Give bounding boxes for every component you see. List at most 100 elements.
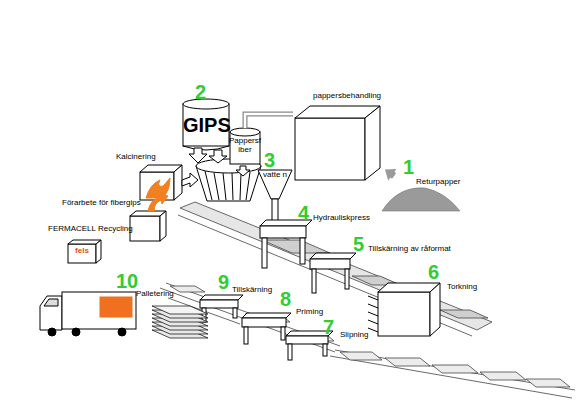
water-funnel: [258, 170, 292, 199]
silo-node: GIPS: [183, 100, 229, 148]
mixer: [236, 166, 250, 176]
paper-treatment-box: [295, 118, 365, 180]
pallet-stack: [152, 306, 208, 338]
preparation-box: [160, 211, 166, 241]
calcination-box: [174, 165, 182, 200]
mixer: [232, 173, 233, 200]
hydraulic-press: [300, 238, 305, 264]
primer: [242, 313, 291, 318]
cutter: [310, 253, 356, 259]
dryer: [368, 328, 378, 332]
gips-silo: [183, 146, 229, 150]
paper-pile: [382, 188, 460, 211]
dryer: [368, 312, 378, 316]
process-box: pappersbehandling: [293, 92, 385, 182]
dryer: [368, 296, 378, 300]
node-label: Förarbete för fibergips: [62, 199, 141, 208]
node-label: Tillskärning av råformat: [368, 245, 451, 254]
sander: [323, 344, 327, 356]
cutter: [310, 259, 350, 269]
hydraulic-press: [260, 220, 312, 268]
hydraulic-press: [260, 226, 306, 238]
station: Tillskärning: [196, 284, 292, 322]
dryer: [378, 283, 440, 292]
dryer: [368, 304, 378, 308]
hydraulic-press: [262, 238, 267, 268]
node-label: Priming: [296, 308, 323, 317]
primer: [242, 313, 291, 344]
primer: [244, 327, 248, 344]
calcination-box: [140, 165, 198, 200]
flow-arrow: [385, 169, 397, 181]
primer: [281, 327, 285, 340]
recycling-box: [68, 240, 101, 263]
mixer: [189, 148, 207, 163]
lower-conveyor: [432, 365, 478, 373]
tank-node: Pappersf iber: [228, 128, 262, 166]
process-box: Förarbete för fibergips: [62, 199, 168, 243]
node-label: vatte n: [263, 171, 287, 180]
upper-conveyor: [180, 202, 492, 330]
node-label: Kalcinering: [116, 153, 156, 162]
lower-conveyor: [335, 350, 575, 390]
callout-number: 4: [298, 203, 309, 223]
recycling-box: [68, 244, 96, 263]
lower-conveyor: [340, 352, 382, 360]
final-cutter: [233, 308, 237, 318]
dryer: [378, 292, 430, 336]
truck: [100, 297, 132, 317]
truck: [44, 299, 58, 306]
node-label: Hydrauliskpress: [313, 214, 370, 223]
funnel-node: vatte n: [258, 168, 292, 198]
gips-silo: [183, 104, 229, 146]
node-label: Palletering: [136, 290, 174, 299]
truck: [118, 328, 126, 336]
truck: [72, 328, 80, 336]
station: Palletering: [134, 290, 206, 338]
pallet-stack: [152, 306, 208, 314]
preparation-box: [130, 216, 160, 241]
mixer: [246, 172, 250, 200]
lower-conveyor: [330, 356, 572, 398]
station: Priming: [238, 303, 333, 343]
truck: [40, 296, 62, 330]
sander: [286, 336, 328, 344]
dryer: [430, 283, 440, 336]
node-label: GIPS: [183, 114, 229, 136]
gips-silo: [183, 99, 229, 150]
truck: [62, 292, 136, 329]
lower-conveyor: [160, 283, 575, 398]
callout-number: 7: [323, 317, 334, 337]
upper-conveyor: [262, 240, 330, 253]
cutter: [312, 269, 316, 293]
fiber-tank: [230, 128, 260, 136]
callout-number: 10: [116, 271, 138, 291]
node-label: pappersbehandling: [313, 92, 381, 101]
dryer: [368, 320, 378, 324]
pipe-inner: [245, 114, 293, 128]
paper-treatment-box: [295, 106, 380, 180]
node-label: Slipning: [340, 331, 368, 340]
lower-conveyor: [385, 358, 430, 366]
paper-treatment-box: [365, 106, 380, 180]
mixer: [214, 173, 219, 200]
cutter: [310, 253, 356, 293]
callout-number: 2: [195, 82, 206, 102]
mixer: [205, 171, 212, 200]
lower-conveyor: [170, 286, 205, 292]
connector-line: [245, 114, 293, 128]
sander: [288, 344, 292, 360]
lower-conveyor: [480, 372, 526, 380]
mixer: [240, 173, 241, 200]
process-box: FERMACELL Recycling fels: [48, 225, 148, 265]
node-label: Tillskärning: [232, 286, 272, 295]
upper-conveyor: [440, 310, 488, 318]
callout-number: 3: [264, 150, 275, 170]
recycling-box: [96, 240, 101, 263]
logo-text: fels: [68, 247, 96, 256]
node-label: FERMACELL Recycling: [48, 225, 133, 234]
callout-number: 9: [218, 272, 229, 292]
